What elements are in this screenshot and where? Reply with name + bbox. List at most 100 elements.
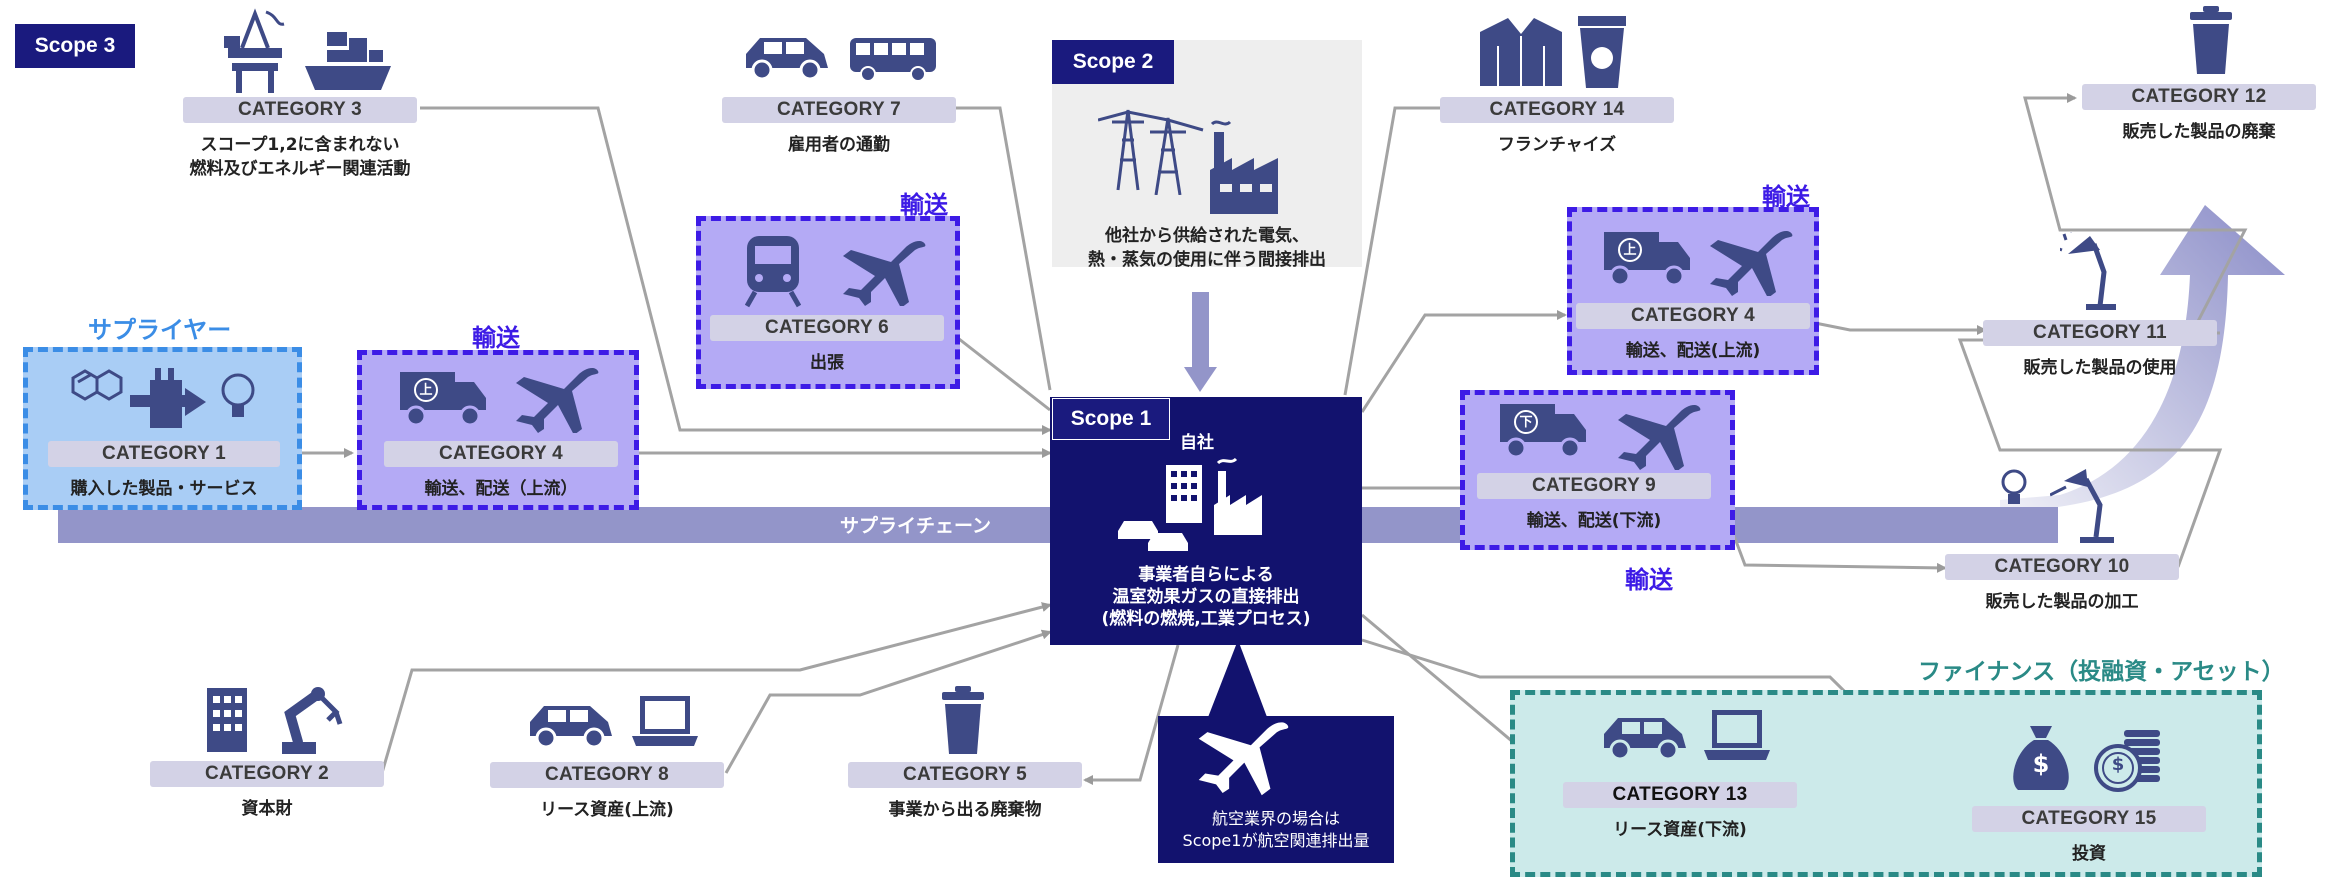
category-11-desc: 販売した製品の使用: [2023, 358, 2177, 378]
category-3-desc-2: 燃料及びエネルギー関連活動: [189, 159, 411, 179]
connector-c3: [420, 106, 1052, 435]
supplier-factory-icon: [58, 360, 268, 430]
category-15-badge: CATEGORY 15: [1972, 806, 2206, 832]
category-14-desc: フランチャイズ: [1497, 135, 1617, 155]
car-icon: [742, 32, 832, 82]
aviation-box: [1158, 716, 1394, 863]
bus-icon: [848, 34, 938, 82]
car-icon: [1600, 712, 1690, 762]
supplier-box: [23, 347, 302, 510]
truck-icon: [398, 368, 488, 426]
airplane-icon: [835, 236, 927, 306]
desk-lamp-icon: [2060, 232, 2120, 312]
connector-c5: [1083, 644, 1180, 785]
coins-icon: [2094, 728, 2164, 794]
airplane-icon: [508, 363, 600, 433]
supplier-title: サプライヤー: [88, 316, 232, 344]
aviation-desc-1: 航空業界の場合は: [1211, 809, 1340, 828]
category-4d-badge: CATEGORY 4: [1576, 303, 1810, 329]
trash-bin-icon: [940, 686, 986, 756]
category-3-desc-1: スコープ1,2に含まれない: [200, 135, 400, 155]
connector-c11: [1809, 320, 1987, 335]
scope3-tag: Scope 3: [15, 24, 135, 68]
category-5-desc: 事業から出る廃棄物: [888, 800, 1042, 820]
airplane-icon: [1702, 226, 1794, 296]
train-icon: [745, 234, 801, 308]
connector-c4d: [1360, 310, 1567, 413]
connector-c6: [944, 326, 1051, 412]
supply-chain-label: サプライチェーン: [840, 515, 992, 537]
category-14-badge: CATEGORY 14: [1440, 97, 1674, 123]
category-4d-desc: 輸送、配送(上流): [1625, 341, 1761, 361]
category-10-desc: 販売した製品の加工: [1985, 592, 2139, 612]
transport-label-c4u: 輸送: [472, 324, 520, 352]
connector-c8: [724, 629, 1052, 774]
truck-icon: [1602, 228, 1692, 286]
cargo-ship-icon: [305, 28, 391, 94]
shirt-icon: [1478, 16, 1564, 88]
category-13-badge: CATEGORY 13: [1563, 782, 1797, 808]
truck-icon: [1498, 400, 1588, 458]
office-building-icon: [205, 686, 249, 754]
category-9-badge: CATEGORY 9: [1477, 473, 1711, 499]
category-7-desc: 雇用者の通勤: [788, 135, 890, 155]
category-13-desc: リース資産(下流): [1613, 820, 1747, 840]
finance-title: ファイナンス（投融資・アセット）: [1918, 659, 2285, 685]
lightbulb-icon: [2000, 468, 2028, 510]
truck-mark-c9: 下: [1519, 415, 1533, 430]
laptop-icon: [1702, 708, 1772, 764]
aviation-desc-2: Scope1が航空関連排出量: [1182, 831, 1370, 850]
oil-rig-icon: [222, 8, 288, 96]
category-2-badge: CATEGORY 2: [150, 761, 384, 787]
money-bag-mark: $: [2032, 750, 2050, 778]
category-6-desc: 出張: [810, 353, 844, 373]
airplane-icon: [1610, 400, 1702, 470]
category-15-desc: 投資: [2072, 844, 2106, 864]
scope2-arrow-head: [1184, 367, 1217, 392]
category-7-badge: CATEGORY 7: [722, 97, 956, 123]
category-2-desc: 資本財: [241, 799, 293, 819]
category-12-desc: 販売した製品の廃棄: [2122, 122, 2276, 142]
scope1-desc-3: (燃料の燃焼,工業プロセス): [1101, 609, 1311, 629]
scope2-tag: Scope 2: [1052, 40, 1174, 84]
category-1-badge: CATEGORY 1: [48, 441, 280, 467]
category-8-desc: リース資産(上流): [540, 800, 674, 820]
scope3-label: Scope 3: [34, 34, 116, 57]
connector-c14: [1343, 106, 1440, 396]
factory-icon: [1208, 118, 1284, 216]
company-buildings-icon: [1118, 455, 1268, 555]
coin-mark: $: [2111, 754, 2125, 775]
downstream-curve-arrow: [2000, 205, 2285, 507]
connector-c12: [1957, 338, 2223, 568]
category-4u-badge: CATEGORY 4: [384, 441, 618, 467]
category-3-badge: CATEGORY 3: [183, 97, 417, 123]
category-10-badge: CATEGORY 10: [1945, 554, 2179, 580]
category-12-badge: CATEGORY 12: [2082, 84, 2316, 110]
robot-arm-icon: [278, 684, 344, 756]
transport-label-c6: 輸送: [900, 191, 948, 219]
scope1-company: 自社: [1180, 433, 1214, 453]
laptop-icon: [630, 694, 700, 750]
airplane-icon: [1190, 710, 1290, 800]
category-1-desc: 購入した製品・サービス: [70, 479, 258, 499]
category-6-badge: CATEGORY 6: [710, 315, 944, 341]
car-icon: [526, 700, 616, 750]
category-8-badge: CATEGORY 8: [490, 762, 724, 788]
scope2-desc-2: 熱・蒸気の使用に伴う間接排出: [1088, 250, 1326, 270]
aviation-pointer: [1205, 640, 1270, 725]
transport-label-c4d: 輸送: [1762, 183, 1810, 211]
scope1-tag: Scope 1: [1052, 398, 1170, 440]
scope2-arrow-shaft: [1192, 292, 1209, 367]
category-5-badge: CATEGORY 5: [848, 762, 1082, 788]
money-bag-icon: [2008, 722, 2074, 794]
transport-label-c9: 輸送: [1625, 566, 1673, 594]
trash-bin-icon: [2188, 6, 2234, 76]
scope2-desc-1: 他社から供給された電気、: [1105, 226, 1309, 246]
category-11-badge: CATEGORY 11: [1983, 320, 2217, 346]
connector-c2: [380, 602, 1052, 774]
scope1-desc-1: 事業者自らによる: [1138, 565, 1274, 585]
scope1-desc-2: 温室効果ガスの直接排出: [1112, 587, 1300, 607]
scope2-label: Scope 2: [1072, 50, 1154, 73]
desk-lamp-icon: [2050, 465, 2120, 545]
truck-mark-c4d: 上: [1623, 243, 1637, 258]
